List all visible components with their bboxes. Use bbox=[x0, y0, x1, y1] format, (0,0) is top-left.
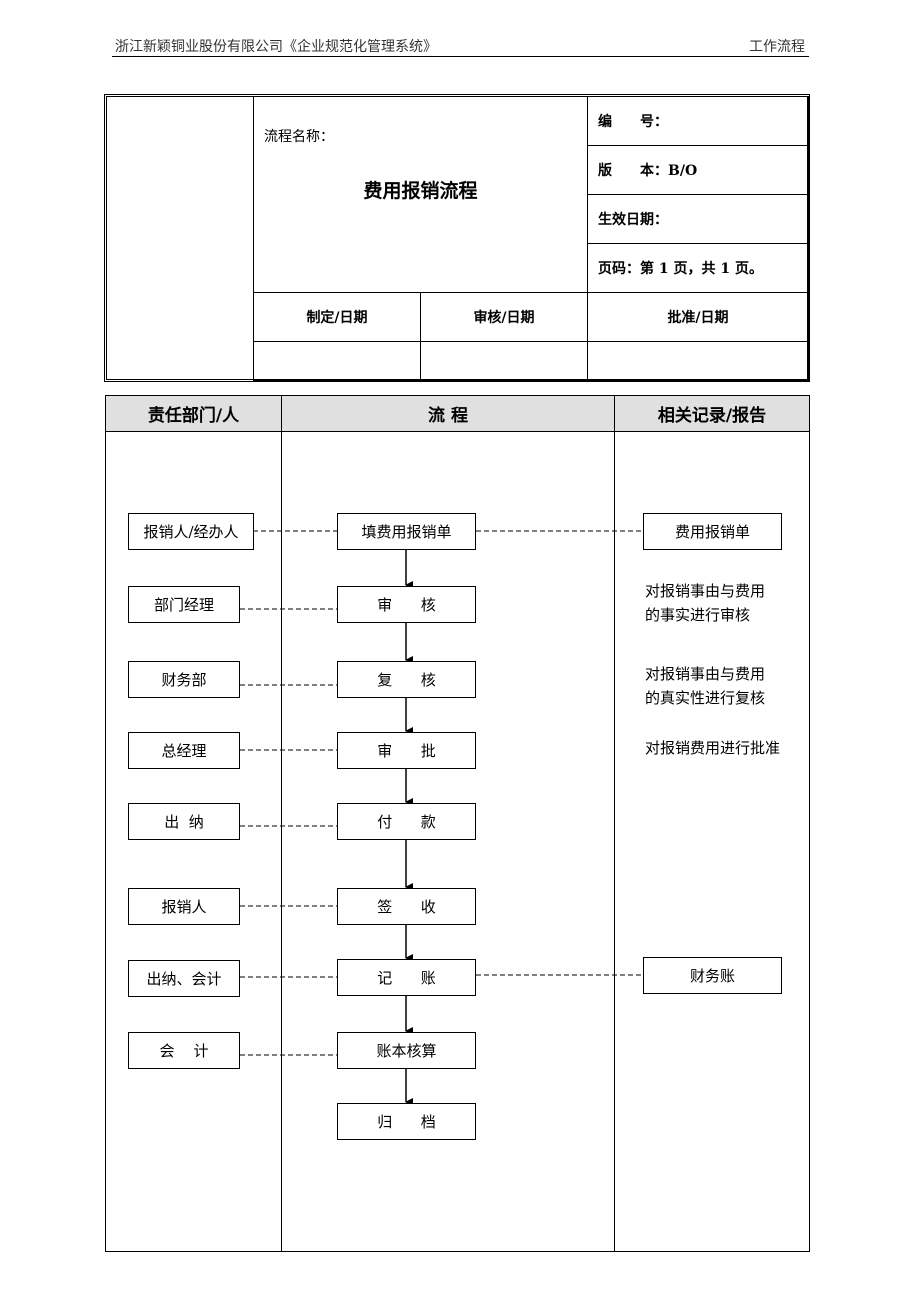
col-header-records: 相关记录/报告 bbox=[614, 395, 810, 432]
record-note: 对报销事由与费用的真实性进行复核 bbox=[645, 662, 765, 710]
department-box: 部门经理 bbox=[128, 586, 240, 623]
department-box: 出 纳 bbox=[128, 803, 240, 840]
note-line: 的事实进行审核 bbox=[645, 606, 751, 624]
department-box: 出纳、会计 bbox=[128, 960, 240, 997]
department-box: 报销人 bbox=[128, 888, 240, 925]
department-box: 财务部 bbox=[128, 661, 240, 698]
record-box: 费用报销单 bbox=[643, 513, 782, 550]
header-rule bbox=[112, 56, 809, 57]
process-step: 付 款 bbox=[337, 803, 476, 840]
process-step: 签 收 bbox=[337, 888, 476, 925]
note-line: 对报销事由与费用 bbox=[645, 582, 766, 600]
note-line: 对报销事由与费用 bbox=[645, 665, 766, 683]
approve-date-value bbox=[587, 341, 809, 381]
note-line: 的真实性进行复核 bbox=[645, 689, 766, 707]
col-header-process: 流 程 bbox=[281, 395, 615, 432]
header-section: 工作流程 bbox=[749, 39, 805, 55]
process-step: 记 账 bbox=[337, 959, 476, 996]
record-note: 对报销事由与费用的事实进行审核 bbox=[645, 579, 765, 627]
department-box: 总经理 bbox=[128, 732, 240, 769]
dashed-links bbox=[240, 530, 643, 1056]
process-step: 归 档 bbox=[337, 1103, 476, 1140]
record-note: 对报销费用进行批准 bbox=[645, 736, 780, 760]
note-line: 对报销费用进行批准 bbox=[645, 739, 781, 757]
column-divider bbox=[614, 431, 615, 1251]
process-step: 审 核 bbox=[337, 586, 476, 623]
process-step: 填费用报销单 bbox=[337, 513, 476, 550]
header-company: 浙江新颖铜业股份有限公司《企业规范化管理系统》 bbox=[115, 39, 437, 55]
column-divider bbox=[281, 431, 282, 1251]
department-box: 报销人/经办人 bbox=[128, 513, 254, 550]
process-step: 审 批 bbox=[337, 732, 476, 769]
process-step: 账本核算 bbox=[337, 1032, 476, 1069]
process-name: 费用报销流程 bbox=[363, 180, 478, 202]
col-header-department: 责任部门/人 bbox=[105, 395, 282, 432]
process-step: 复 核 bbox=[337, 661, 476, 698]
department-box: 会 计 bbox=[128, 1032, 240, 1069]
record-box: 财务账 bbox=[643, 957, 782, 994]
process-name-label: 流程名称： bbox=[264, 129, 334, 145]
